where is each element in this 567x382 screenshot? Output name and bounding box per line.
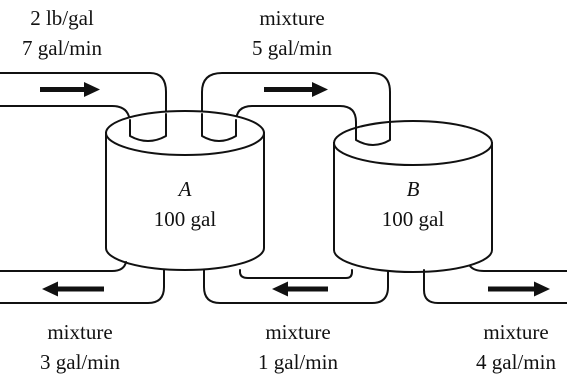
tank-b-name: B <box>407 177 420 201</box>
inflow-a-concentration: 2 lb/gal <box>30 6 94 30</box>
tank-a-name: A <box>177 177 192 201</box>
outflow-pipe-b <box>423 265 567 304</box>
tank-b-pipe-stubs <box>355 117 391 146</box>
arrow-outflow-b-right <box>488 281 550 297</box>
outflow-b-label: mixture <box>483 320 548 344</box>
outflow-pipe-a <box>0 261 165 304</box>
b-to-a-rate: 1 gal/min <box>258 350 338 374</box>
arrow-a-to-b-right <box>264 82 328 97</box>
a-to-b-rate: 5 gal/min <box>252 36 332 60</box>
pipe-b-to-a <box>203 269 389 304</box>
tank-a-volume: 100 gal <box>154 207 217 231</box>
tank-b <box>333 120 493 273</box>
inflow-a-rate: 7 gal/min <box>22 36 102 60</box>
outflow-a-label: mixture <box>47 320 112 344</box>
arrow-outflow-a-left <box>42 281 104 297</box>
arrow-b-to-a-left <box>272 281 328 297</box>
outflow-b-rate: 4 gal/min <box>476 350 556 374</box>
arrow-inflow-right <box>40 82 100 97</box>
a-to-b-label: mixture <box>259 6 324 30</box>
outflow-a-rate: 3 gal/min <box>40 350 120 374</box>
tank-b-volume: 100 gal <box>382 207 445 231</box>
b-to-a-label: mixture <box>265 320 330 344</box>
tank-a-pipe-stubs <box>129 113 237 142</box>
tank-a <box>105 110 265 271</box>
